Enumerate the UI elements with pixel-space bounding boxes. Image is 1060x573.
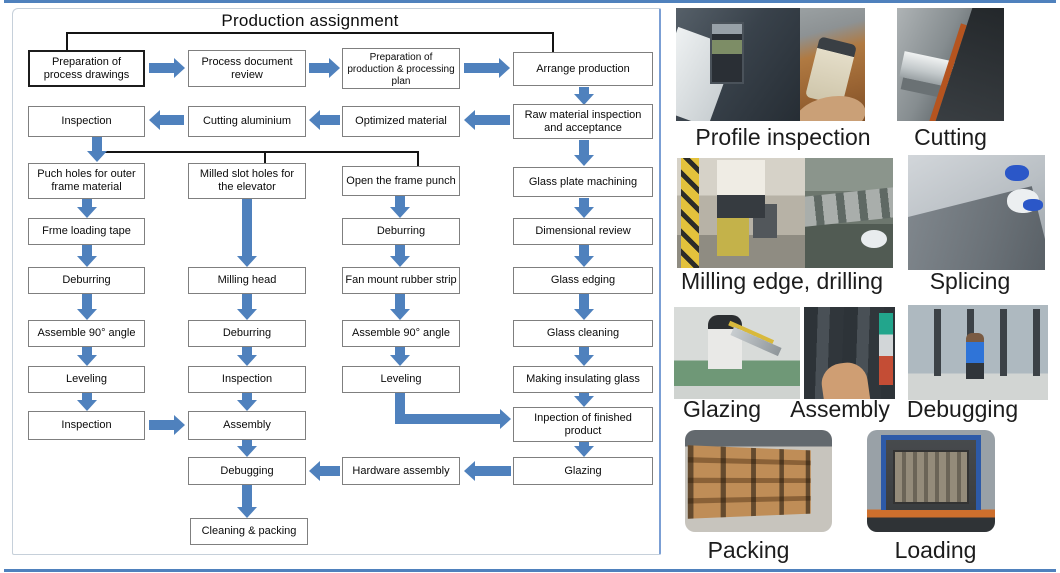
flow-node-deburring-frame: Deburring xyxy=(342,218,460,245)
flow-arrow xyxy=(574,87,594,105)
flow-arrow xyxy=(464,110,510,130)
flow-node-inspection-final: Inspection xyxy=(28,411,145,440)
flow-arrow xyxy=(395,392,405,424)
flow-node-leveling-frame: Leveling xyxy=(342,366,460,393)
flow-node-cleaning-packing: Cleaning & packing xyxy=(190,518,308,545)
flow-node-glass-edging: Glass edging xyxy=(513,267,653,294)
photo-drilling-line xyxy=(805,158,893,268)
connector-line xyxy=(417,151,419,167)
flow-node-frame-loading-tape: Frme loading tape xyxy=(28,218,145,245)
flow-arrow xyxy=(77,393,97,411)
connector-line xyxy=(66,32,554,34)
photo-packing xyxy=(685,430,832,532)
flow-node-inspection-elevator: Inspection xyxy=(188,366,306,393)
caption-loading: Loading xyxy=(894,537,977,563)
flow-arrow xyxy=(574,393,594,407)
flow-arrow xyxy=(574,245,594,267)
flow-node-debugging: Debugging xyxy=(188,457,306,485)
flow-node-assembly: Assembly xyxy=(188,411,306,440)
connector-line xyxy=(264,151,266,164)
caption-packing: Packing xyxy=(707,537,790,563)
photo-cutting xyxy=(897,8,1004,121)
flow-arrow xyxy=(237,440,257,457)
flow-arrow xyxy=(574,140,594,166)
flow-node-assemble-angle-outer: Assemble 90° angle xyxy=(28,320,145,347)
flow-node-cutting-aluminium: Cutting aluminium xyxy=(188,106,306,137)
flow-arrow xyxy=(237,347,257,366)
flow-node-fan-mount-rubber-strip: Fan mount rubber strip xyxy=(342,267,460,294)
flow-arrow xyxy=(574,198,594,218)
flow-node-arrange-production: Arrange production xyxy=(513,52,653,86)
flow-node-raw-material-inspection: Raw material inspection and acceptance xyxy=(513,104,653,139)
flow-arrow xyxy=(464,461,511,481)
flow-arrow xyxy=(149,58,185,78)
flow-arrow xyxy=(574,294,594,320)
flow-arrow xyxy=(309,461,340,481)
flow-arrow xyxy=(77,245,97,267)
caption-debugging: Debugging xyxy=(906,396,1019,422)
connector-line xyxy=(99,151,419,153)
flow-arrow xyxy=(87,137,107,162)
flow-node-deburring-outer: Deburring xyxy=(28,267,145,294)
photo-milling-machine xyxy=(677,158,805,268)
flow-arrow xyxy=(237,393,257,411)
flow-node-glazing: Glazing xyxy=(513,457,653,485)
flow-node-process-review: Process document review xyxy=(188,50,306,87)
flow-arrow xyxy=(395,409,511,429)
flow-arrow xyxy=(390,294,410,320)
flow-arrow xyxy=(574,347,594,366)
flow-node-inspection-1: Inspection xyxy=(28,106,145,137)
caption-profile-inspection: Profile inspection xyxy=(695,124,871,150)
flow-arrow xyxy=(149,415,185,435)
connector-line xyxy=(66,32,68,50)
photo-assembly xyxy=(804,307,895,399)
flowchart-title: Production assignment xyxy=(221,11,399,30)
flow-arrow xyxy=(464,58,510,78)
flow-arrow xyxy=(309,110,340,130)
flow-arrow xyxy=(77,199,97,218)
flow-node-prep-plan: Preparation of production & processing p… xyxy=(342,48,460,89)
flow-arrow xyxy=(237,199,257,267)
flow-arrow xyxy=(77,347,97,366)
photo-profile-inspection-gauge xyxy=(800,8,865,121)
flow-node-glass-cleaning: Glass cleaning xyxy=(513,320,653,347)
photo-debugging xyxy=(908,305,1048,400)
flow-node-open-frame-punch: Open the frame punch xyxy=(342,166,460,196)
flow-arrow xyxy=(574,442,594,457)
flow-node-prep-drawings: Preparation of process drawings xyxy=(28,50,145,87)
flow-node-glass-plate-machining: Glass plate machining xyxy=(513,167,653,197)
connector-line xyxy=(552,32,554,52)
flow-arrow xyxy=(237,294,257,320)
flow-arrow xyxy=(149,110,184,130)
bottom-frame-line xyxy=(4,569,1056,572)
flow-node-finished-product-inspection: Inpection of finished product xyxy=(513,407,653,442)
flow-node-dimensional-review: Dimensional review xyxy=(513,218,653,245)
flow-node-assemble-angle-frame: Assemble 90° angle xyxy=(342,320,460,347)
photo-loading xyxy=(867,430,995,532)
caption-cutting: Cutting xyxy=(914,124,987,150)
photo-glazing xyxy=(674,307,800,399)
flow-arrow xyxy=(309,58,340,78)
flow-arrow xyxy=(77,294,97,320)
top-frame-line xyxy=(4,0,1056,3)
caption-splicing: Splicing xyxy=(929,268,1011,294)
flow-node-hardware-assembly: Hardware assembly xyxy=(342,457,460,485)
flow-arrow xyxy=(390,347,410,366)
flow-arrow xyxy=(237,485,257,518)
flow-node-making-insulating-glass: Making insulating glass xyxy=(513,366,653,393)
flow-node-optimized-material: Optimized material xyxy=(342,106,460,137)
flow-arrow xyxy=(390,196,410,218)
flow-node-milled-slot-holes: Milled slot holes for the elevator xyxy=(188,163,306,199)
caption-assembly: Assembly xyxy=(790,396,890,422)
flow-node-leveling-outer: Leveling xyxy=(28,366,145,393)
caption-glazing: Glazing xyxy=(683,396,761,422)
photo-profile-inspection-caliper xyxy=(676,8,800,121)
flow-arrow xyxy=(390,245,410,267)
flow-node-punch-holes: Puch holes for outer frame material xyxy=(28,163,145,199)
caption-milling-edge-drilling: Milling edge, drilling xyxy=(681,268,883,294)
flow-node-milling-head: Milling head xyxy=(188,267,306,294)
photo-splicing xyxy=(908,155,1045,270)
flow-node-deburring-elevator: Deburring xyxy=(188,320,306,347)
